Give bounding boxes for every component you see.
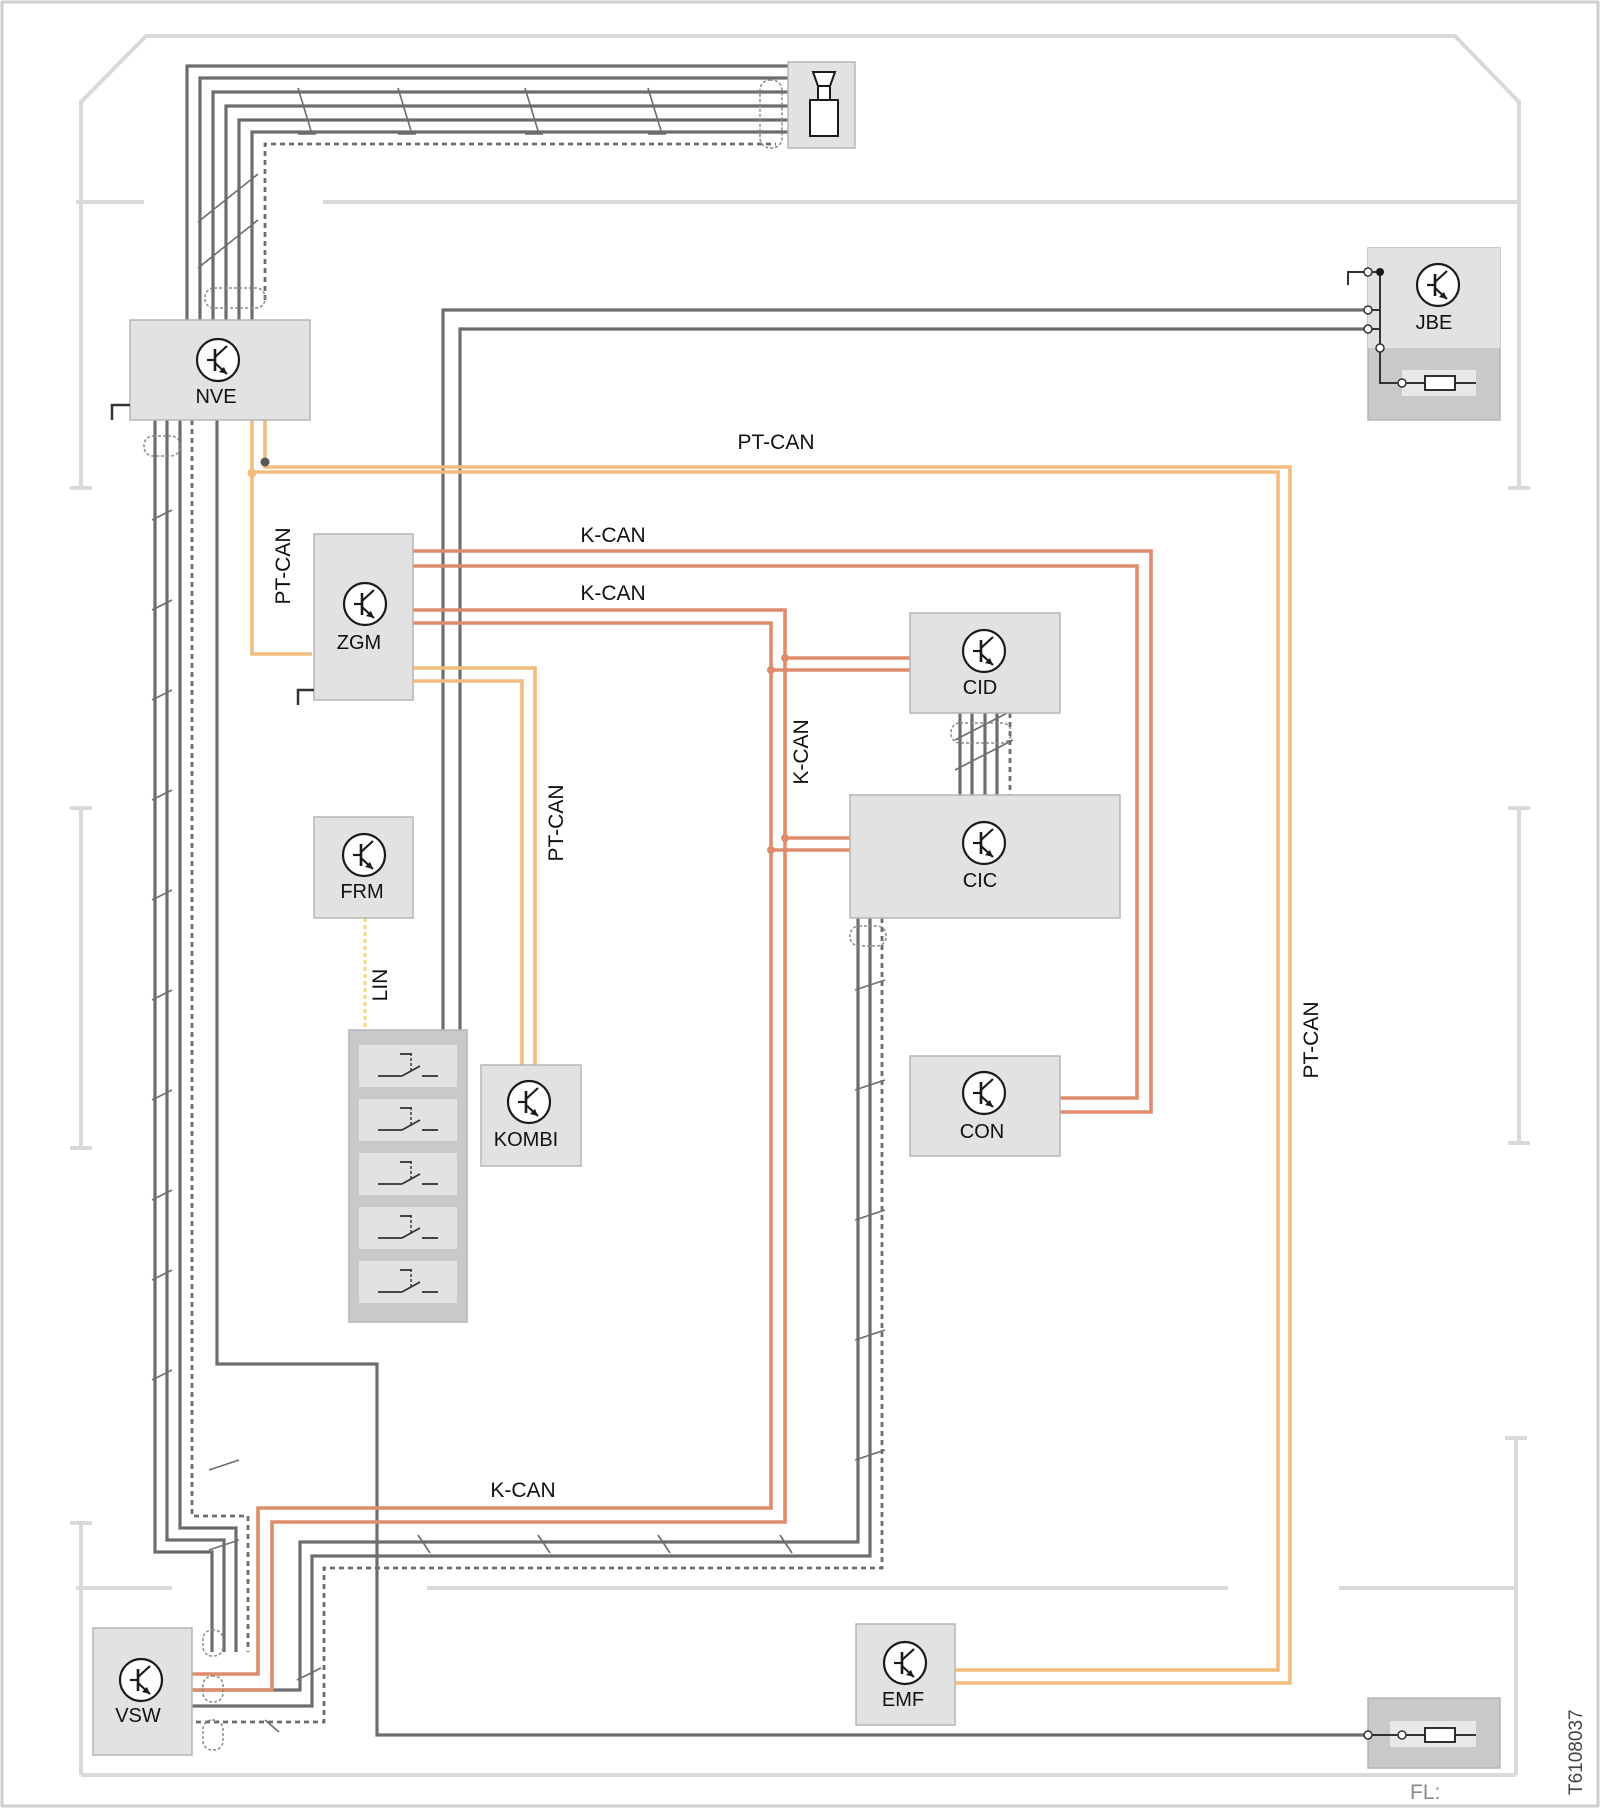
supply-wires — [153, 64, 1368, 1737]
emf-module[interactable]: EMF — [855, 1623, 956, 1726]
module-label-emf: EMF — [882, 1689, 924, 1711]
transistor-icon — [118, 1657, 164, 1703]
transistor-icon — [961, 1070, 1007, 1116]
ptcan-junction — [247, 468, 257, 478]
module-label-nve: NVE — [195, 386, 236, 408]
transistor-icon — [341, 832, 387, 878]
horn-component — [787, 61, 856, 149]
module-label-frm: FRM — [340, 881, 383, 903]
fuse-box — [1363, 1697, 1501, 1769]
frm-module[interactable]: FRM — [313, 816, 414, 919]
module-label-zgm: ZGM — [337, 632, 381, 654]
pt-can-lines — [250, 420, 1292, 1685]
ground-icon — [296, 688, 314, 705]
switch-block[interactable] — [348, 1029, 468, 1323]
vehicle-outline — [70, 34, 1530, 1777]
k-can-lines — [192, 549, 1153, 1692]
pt-can-label: PT-CAN — [272, 527, 295, 604]
vsw-module[interactable]: VSW — [92, 1627, 193, 1756]
module-label-jbe: JBE — [1416, 312, 1453, 334]
cic-module[interactable]: CIC — [849, 794, 1121, 919]
zgm-module[interactable]: ZGM — [313, 533, 414, 701]
transistor-icon — [1415, 262, 1461, 308]
transistor-icon — [961, 628, 1007, 674]
module-label-kombi: KOMBI — [494, 1129, 558, 1151]
fuse-icon — [1402, 375, 1476, 391]
document-id: T6108037 — [1566, 1709, 1587, 1795]
transistor-icon — [882, 1640, 928, 1686]
ground-icon — [110, 403, 130, 420]
connector-ovals — [143, 79, 1012, 1751]
pt-can-label: PT-CAN — [737, 431, 814, 454]
module-label-cid: CID — [963, 677, 997, 699]
horn-icon — [809, 71, 839, 137]
lin-label: LIN — [369, 969, 392, 1002]
k-can-label: K-CAN — [580, 582, 645, 605]
cid-module[interactable]: CID — [909, 612, 1061, 714]
con-module[interactable]: CON — [909, 1055, 1061, 1157]
kombi-module[interactable]: KOMBI — [480, 1064, 582, 1167]
module-label-vsw: VSW — [115, 1705, 161, 1727]
pt-can-label: PT-CAN — [1300, 1001, 1323, 1078]
nve-module[interactable]: NVE — [129, 319, 311, 421]
transistor-icon — [961, 820, 1007, 866]
transistor-icon — [195, 337, 241, 383]
ptcan-junction-dark — [260, 457, 270, 467]
k-can-label: K-CAN — [580, 524, 645, 547]
pt-can-label: PT-CAN — [545, 784, 568, 861]
jbe-module[interactable]: JBE — [1347, 247, 1501, 421]
module-label-cic: CIC — [963, 870, 997, 892]
twist-marks — [151, 87, 1014, 1733]
module-label-con: CON — [960, 1121, 1004, 1143]
fl-label: FL: — [1410, 1781, 1440, 1804]
transistor-icon — [342, 581, 388, 627]
k-can-label: K-CAN — [490, 1479, 555, 1502]
fuse-icon — [1368, 1727, 1476, 1743]
k-can-label: K-CAN — [790, 719, 813, 784]
transistor-icon — [506, 1079, 552, 1125]
